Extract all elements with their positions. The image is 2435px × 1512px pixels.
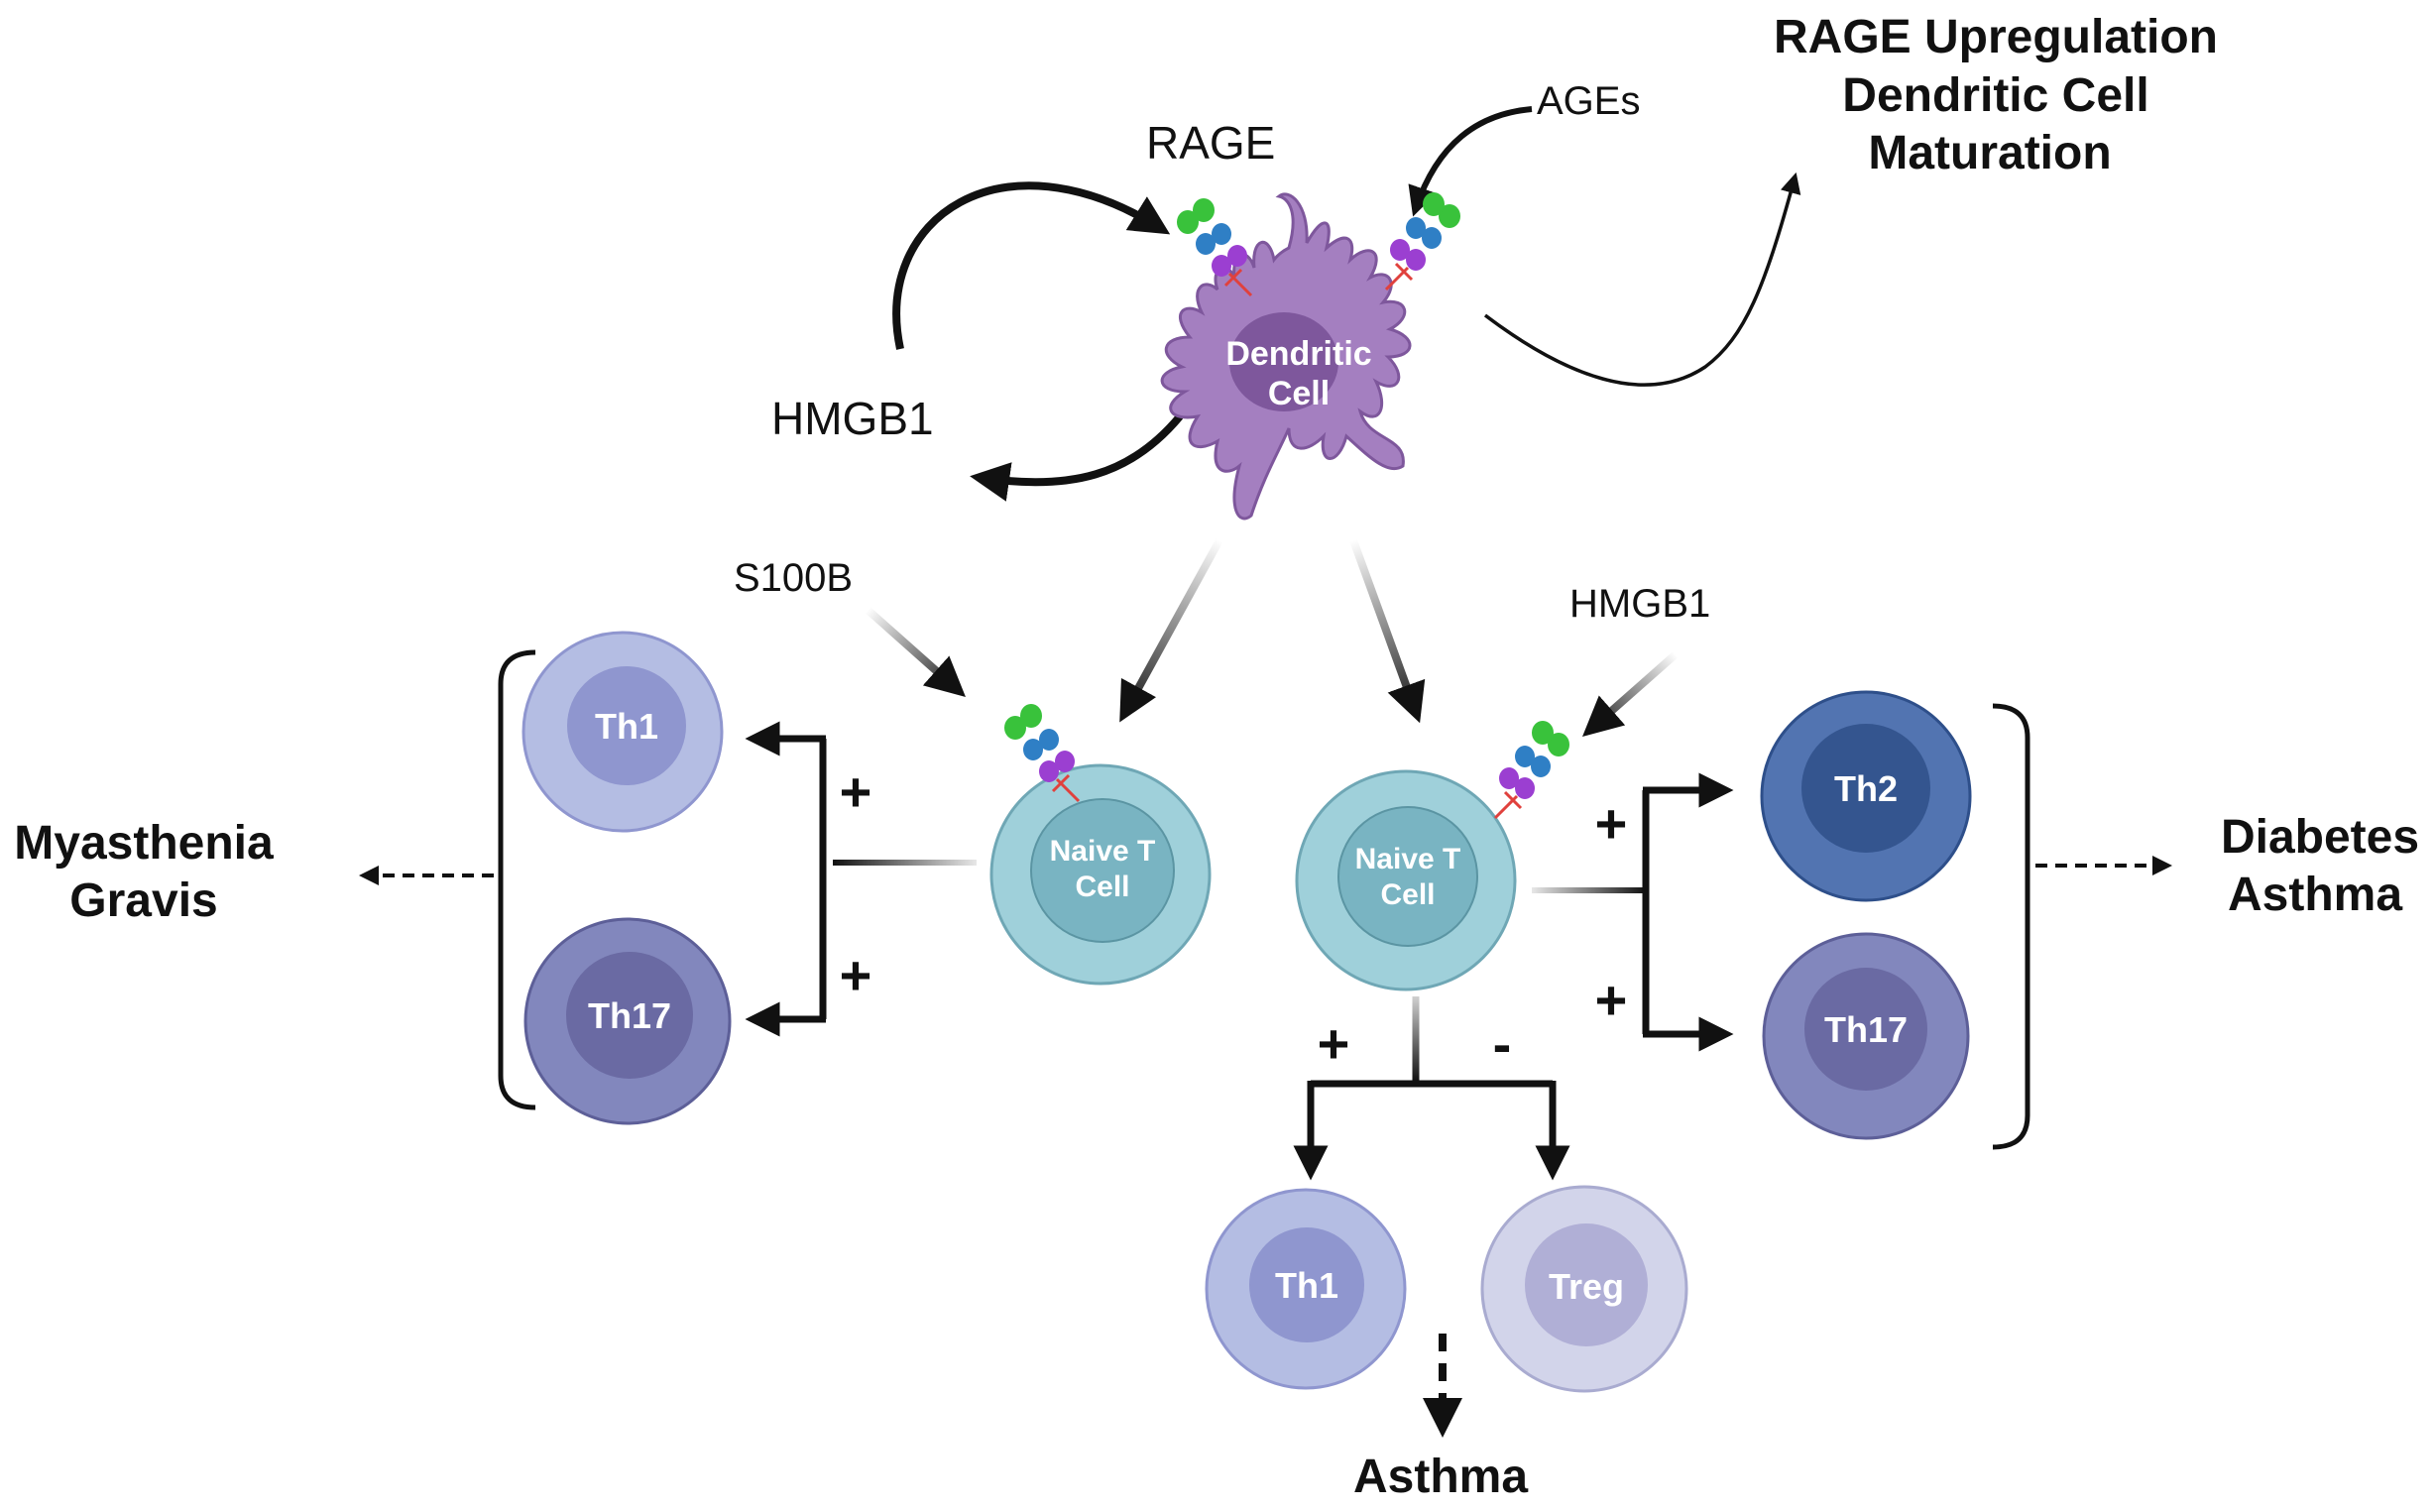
left-th1-label: Th1 bbox=[595, 706, 658, 747]
naive-right-label-2: Cell bbox=[1380, 878, 1435, 911]
diabetes-line: Diabetes bbox=[2221, 811, 2419, 864]
hmgb1-release-arrow bbox=[970, 413, 1184, 502]
sign-bottom-left: + bbox=[1318, 1012, 1350, 1075]
sign-right-lower: + bbox=[1595, 969, 1628, 1031]
ages-arrow bbox=[1408, 106, 1533, 217]
rage-loop-arrow bbox=[892, 181, 1171, 350]
rage-receptor-icon bbox=[1384, 190, 1462, 291]
dendritic-label-2: Cell bbox=[1268, 375, 1330, 412]
rage-label: RAGE bbox=[1146, 117, 1275, 169]
bottom-treg-label: Treg bbox=[1549, 1266, 1624, 1307]
bottom-treg-cell: Treg bbox=[1480, 1185, 1688, 1393]
right-th17-label: Th17 bbox=[1824, 1009, 1908, 1050]
left-th17-cell: Th17 bbox=[523, 917, 732, 1125]
dc-to-naive-right-arrow bbox=[1349, 538, 1426, 724]
s100b-label: S100B bbox=[734, 556, 853, 600]
sign-left-upper: + bbox=[840, 760, 872, 823]
myasthenia-line-1: Myasthenia bbox=[14, 817, 274, 870]
left-th17-label: Th17 bbox=[588, 995, 671, 1036]
maturation-arrow bbox=[1483, 172, 1801, 387]
right-th2-cell: Th2 bbox=[1760, 690, 1972, 902]
outcome-line-2: Dendritic Cell bbox=[1842, 69, 2148, 122]
s100b-arrow bbox=[865, 607, 966, 697]
left-th1-cell: Th1 bbox=[522, 631, 724, 833]
disease-myasthenia-gravis: Myasthenia Gravis bbox=[14, 817, 274, 927]
naive-left-label-2: Cell bbox=[1075, 871, 1129, 903]
bottom-th1-cell: Th1 bbox=[1205, 1188, 1407, 1390]
disease-asthma-bottom: Asthma bbox=[1353, 1451, 1528, 1503]
rage-receptor-icon bbox=[1493, 719, 1571, 820]
hmgb1-right-arrow bbox=[1582, 651, 1679, 737]
naive-t-cell-left: Naive T Cell bbox=[989, 763, 1212, 986]
sign-left-lower: + bbox=[840, 944, 872, 1006]
sign-bottom-right: - bbox=[1493, 1012, 1512, 1075]
right-th17-cell: Th17 bbox=[1762, 932, 1970, 1140]
sign-right-upper: + bbox=[1595, 792, 1628, 855]
hmgb1-right-label: HMGB1 bbox=[1569, 582, 1710, 626]
hmgb1-top-label: HMGB1 bbox=[771, 393, 934, 444]
naive-right-label-1: Naive T bbox=[1355, 843, 1461, 875]
naive-left-label-1: Naive T bbox=[1050, 835, 1156, 868]
disease-diabetes-asthma: Diabetes Asthma bbox=[2221, 811, 2419, 921]
outcome-rage-upregulation: RAGE Upregulation Dendritic Cell Maturat… bbox=[1774, 11, 2218, 179]
asthma-right-line: Asthma bbox=[2228, 869, 2402, 921]
outcome-line-1: RAGE Upregulation bbox=[1774, 11, 2218, 63]
right-bracket bbox=[1992, 703, 2030, 1150]
ages-label: AGEs bbox=[1537, 79, 1640, 123]
left-bracket bbox=[498, 649, 536, 1110]
bottom-th1-label: Th1 bbox=[1275, 1265, 1338, 1306]
right-th2-label: Th2 bbox=[1834, 768, 1898, 809]
naive-t-cell-right: Naive T Cell bbox=[1295, 769, 1517, 991]
dc-to-naive-left-arrow bbox=[1119, 538, 1223, 723]
outcome-line-3: Maturation bbox=[1868, 127, 2111, 179]
dendritic-label-1: Dendritic bbox=[1225, 335, 1371, 373]
myasthenia-line-2: Gravis bbox=[69, 874, 217, 927]
